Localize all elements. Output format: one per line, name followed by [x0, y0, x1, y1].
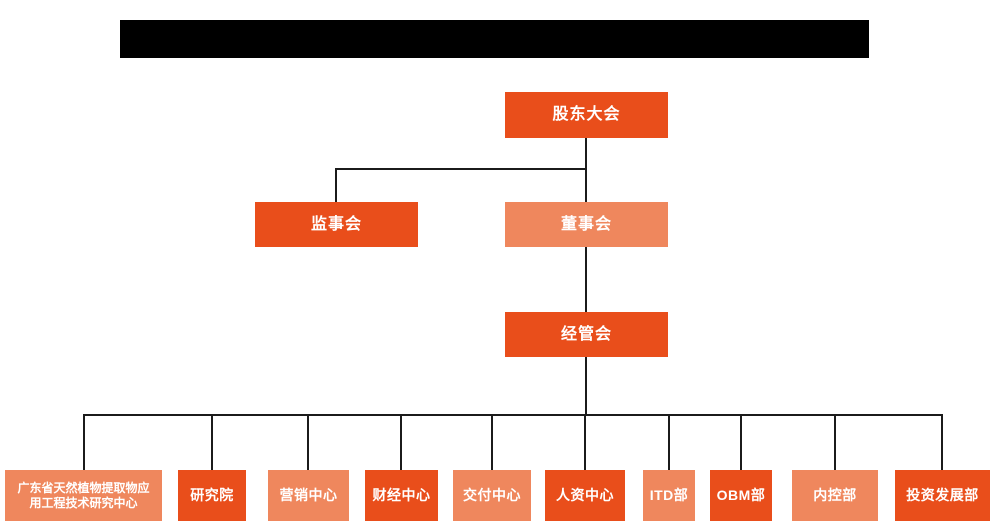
org-node-shareholders-meeting: 股东大会	[505, 92, 668, 138]
connector-drop-delivery-center	[491, 414, 493, 470]
org-node-itd-dept: ITD部	[643, 470, 695, 521]
connector-drop-itd-dept	[668, 414, 670, 470]
connector-board-to-management	[585, 247, 587, 312]
connector-bus	[83, 414, 943, 416]
org-node-delivery-center: 交付中心	[453, 470, 531, 521]
connector-branch-supervisory	[336, 168, 587, 170]
org-node-board-of-directors: 董事会	[505, 202, 668, 247]
org-node-marketing-center: 营销中心	[268, 470, 349, 521]
connector-drop-hr-center	[584, 414, 586, 470]
connector-management-to-bus	[585, 357, 587, 415]
org-node-management-committee: 经管会	[505, 312, 668, 357]
org-node-finance-center: 财经中心	[365, 470, 438, 521]
connector-drop-gd-research-center	[83, 414, 85, 470]
connector-drop-research-institute	[211, 414, 213, 470]
org-node-supervisory-board: 监事会	[255, 202, 418, 247]
org-node-gd-plant-extract-research-center: 广东省天然植物提取物应 用工程技术研究中心	[5, 470, 162, 521]
org-node-internal-control-dept: 内控部	[792, 470, 878, 521]
redacted-title-bar	[120, 20, 869, 58]
connector-shareholders-to-board	[585, 138, 587, 202]
org-node-research-institute: 研究院	[178, 470, 246, 521]
connector-drop-marketing-center	[307, 414, 309, 470]
connector-drop-investment-development-dept	[941, 414, 943, 470]
org-node-investment-development-dept: 投资发展部	[895, 470, 990, 521]
org-node-obm-dept: OBM部	[710, 470, 772, 521]
connector-drop-supervisory	[335, 168, 337, 202]
org-node-hr-center: 人资中心	[545, 470, 625, 521]
connector-drop-finance-center	[400, 414, 402, 470]
connector-drop-internal-control-dept	[834, 414, 836, 470]
connector-drop-obm-dept	[740, 414, 742, 470]
